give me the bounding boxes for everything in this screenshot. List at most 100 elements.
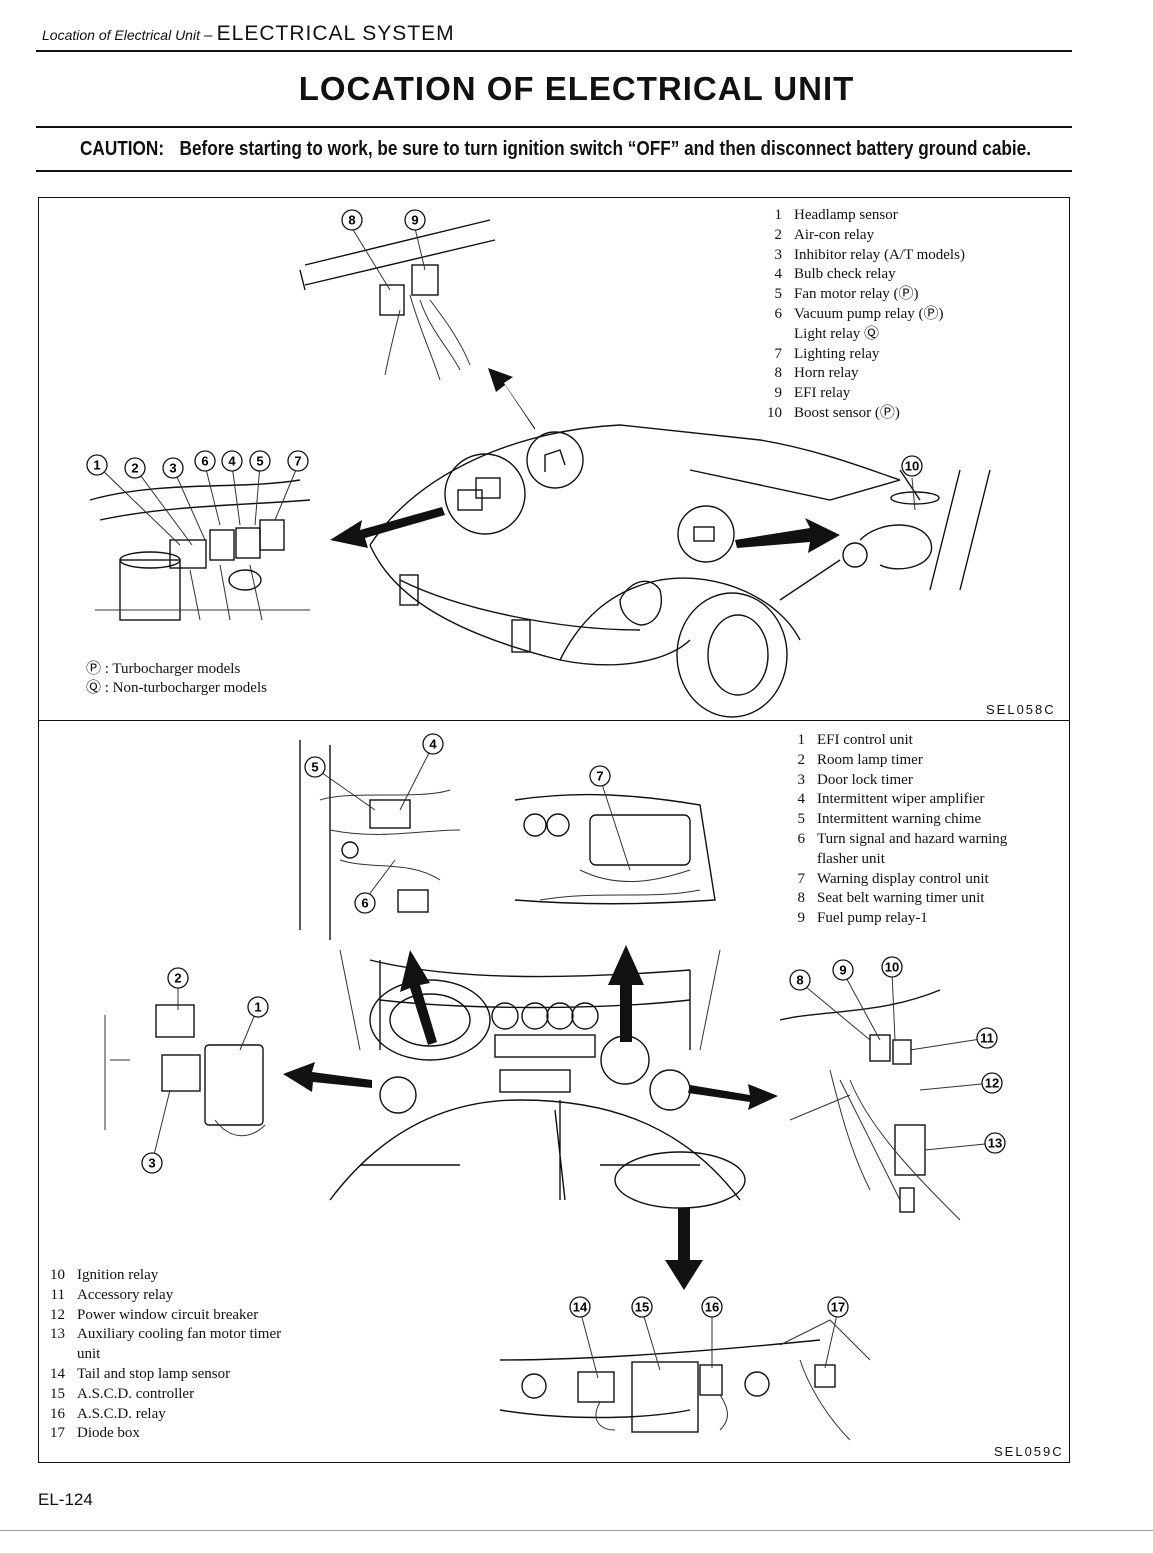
callout-number-label: 8	[348, 213, 355, 228]
callout-number-label: 5	[311, 760, 318, 775]
callout-number-label: 7	[596, 769, 603, 784]
callout-number: 8	[341, 209, 363, 231]
legend-item-number: 2	[797, 751, 806, 768]
callout-number: 15	[631, 1296, 653, 1318]
legend-item-number: 9	[774, 385, 783, 402]
panel1-figure-code: SEL058C	[986, 702, 1056, 717]
running-header: Location of Electrical Unit – ELECTRICAL…	[42, 22, 455, 46]
legend-item-number: 11	[50, 1286, 65, 1303]
header-section: Location of Electrical Unit	[42, 27, 200, 43]
callout-number: 5	[249, 450, 271, 472]
panel2-figure-code: SEL059C	[994, 1444, 1064, 1459]
legend-item-number: 4	[774, 266, 783, 283]
callout-number-label: 4	[429, 737, 437, 752]
panel-passenger-compartment	[38, 720, 1070, 1463]
callout-number-label: 2	[131, 461, 138, 476]
caution-label: CAUTION:	[80, 138, 165, 160]
legend-item-text: Warning display control unit	[817, 870, 989, 887]
legend-item-number: 6	[797, 830, 806, 847]
legend-item-text: Power window circuit breaker	[77, 1306, 259, 1323]
legend-item-text: Intermittent warning chime	[817, 811, 982, 828]
arrow-icon	[330, 368, 840, 553]
callout-number: 16	[701, 1296, 723, 1318]
callout-number-label: 14	[573, 1300, 588, 1315]
callout-number: 6	[354, 892, 376, 914]
legend-item-number: 2	[774, 226, 783, 243]
legend-item-number: 14	[50, 1365, 65, 1382]
legend-item-text: Fan motor relay (Ⓟ)	[794, 286, 919, 303]
model-symbol: Ⓠ	[86, 680, 102, 696]
legend-item-number	[783, 850, 805, 870]
page-title: LOCATION OF ELECTRICAL UNIT	[298, 70, 855, 107]
callout-number-label: 6	[361, 896, 368, 911]
callout-number-label: 2	[174, 971, 181, 986]
callout-number-label: 12	[985, 1076, 999, 1091]
legend-item-text: Door lock timer	[817, 771, 913, 788]
callout-number-label: 5	[256, 454, 263, 469]
legend-item: unit	[43, 1345, 343, 1365]
arrow-icon	[283, 945, 778, 1290]
legend-item-text: EFI relay	[794, 385, 851, 402]
legend-item-number: 7	[797, 870, 806, 887]
legend-item-number: 13	[50, 1326, 65, 1343]
callout-number-label: 13	[988, 1136, 1002, 1151]
legend-item: 9 EFI relay	[760, 384, 1060, 404]
callout-number: 17	[827, 1296, 849, 1318]
legend-item-text: Auxiliary cooling fan motor timer	[77, 1326, 282, 1343]
legend-item-text: Bulb check relay	[794, 266, 896, 283]
callout-number-label: 16	[705, 1300, 719, 1315]
callout-number-label: 17	[831, 1300, 845, 1315]
legend-item-number: 3	[774, 246, 783, 263]
callout-number: 10	[901, 455, 923, 477]
legend-item: 5 Fan motor relay (Ⓟ)	[760, 285, 1060, 305]
legend-item-text: Headlamp sensor	[794, 207, 898, 223]
model-symbol: Ⓟ	[86, 661, 102, 677]
header-rule	[36, 50, 1072, 52]
car-body-drawing	[369, 424, 991, 718]
callout-number-label: 1	[254, 1000, 261, 1015]
legend-item-number: 8	[774, 365, 783, 382]
callout-number-label: 8	[796, 973, 803, 988]
callout-number: 1	[247, 996, 269, 1018]
legend-item-text: Light relay Ⓠ	[794, 325, 879, 342]
legend-item: 13 Auxiliary cooling fan motor timer	[43, 1325, 343, 1345]
callout-number: 3	[141, 1152, 163, 1174]
caution-rule-bottom	[36, 170, 1072, 172]
legend-item-text: Diode box	[77, 1425, 140, 1442]
efi-unit-drawing	[104, 1004, 266, 1137]
caution-rule-top	[36, 126, 1072, 128]
legend-item-text: Lighting relay	[794, 345, 880, 362]
legend-item-number: 3	[797, 771, 806, 788]
legend-item-number	[760, 325, 782, 345]
legend-item: 3 Door lock timer	[783, 771, 1063, 791]
callout-number-label: 11	[980, 1031, 994, 1046]
callout-number-label: 6	[201, 454, 208, 469]
legend-item: Light relay Ⓠ	[760, 325, 1060, 345]
legend-item-number: 15	[50, 1385, 65, 1402]
legend-item-text: Inhibitor relay (A/T models)	[794, 246, 965, 263]
legend-item-number	[43, 1345, 65, 1365]
legend-item-number: 5	[774, 286, 783, 303]
right-relays-drawing	[779, 989, 961, 1221]
relay-bracket-drawing	[299, 219, 496, 381]
legend-item-text: Vacuum pump relay (Ⓟ)	[794, 305, 944, 322]
rear-unit-drawing	[499, 1319, 871, 1441]
legend-item: 3 Inhibitor relay (A/T models)	[760, 246, 1060, 266]
header-dash: –	[199, 27, 217, 44]
callout-number-label: 15	[635, 1300, 649, 1315]
